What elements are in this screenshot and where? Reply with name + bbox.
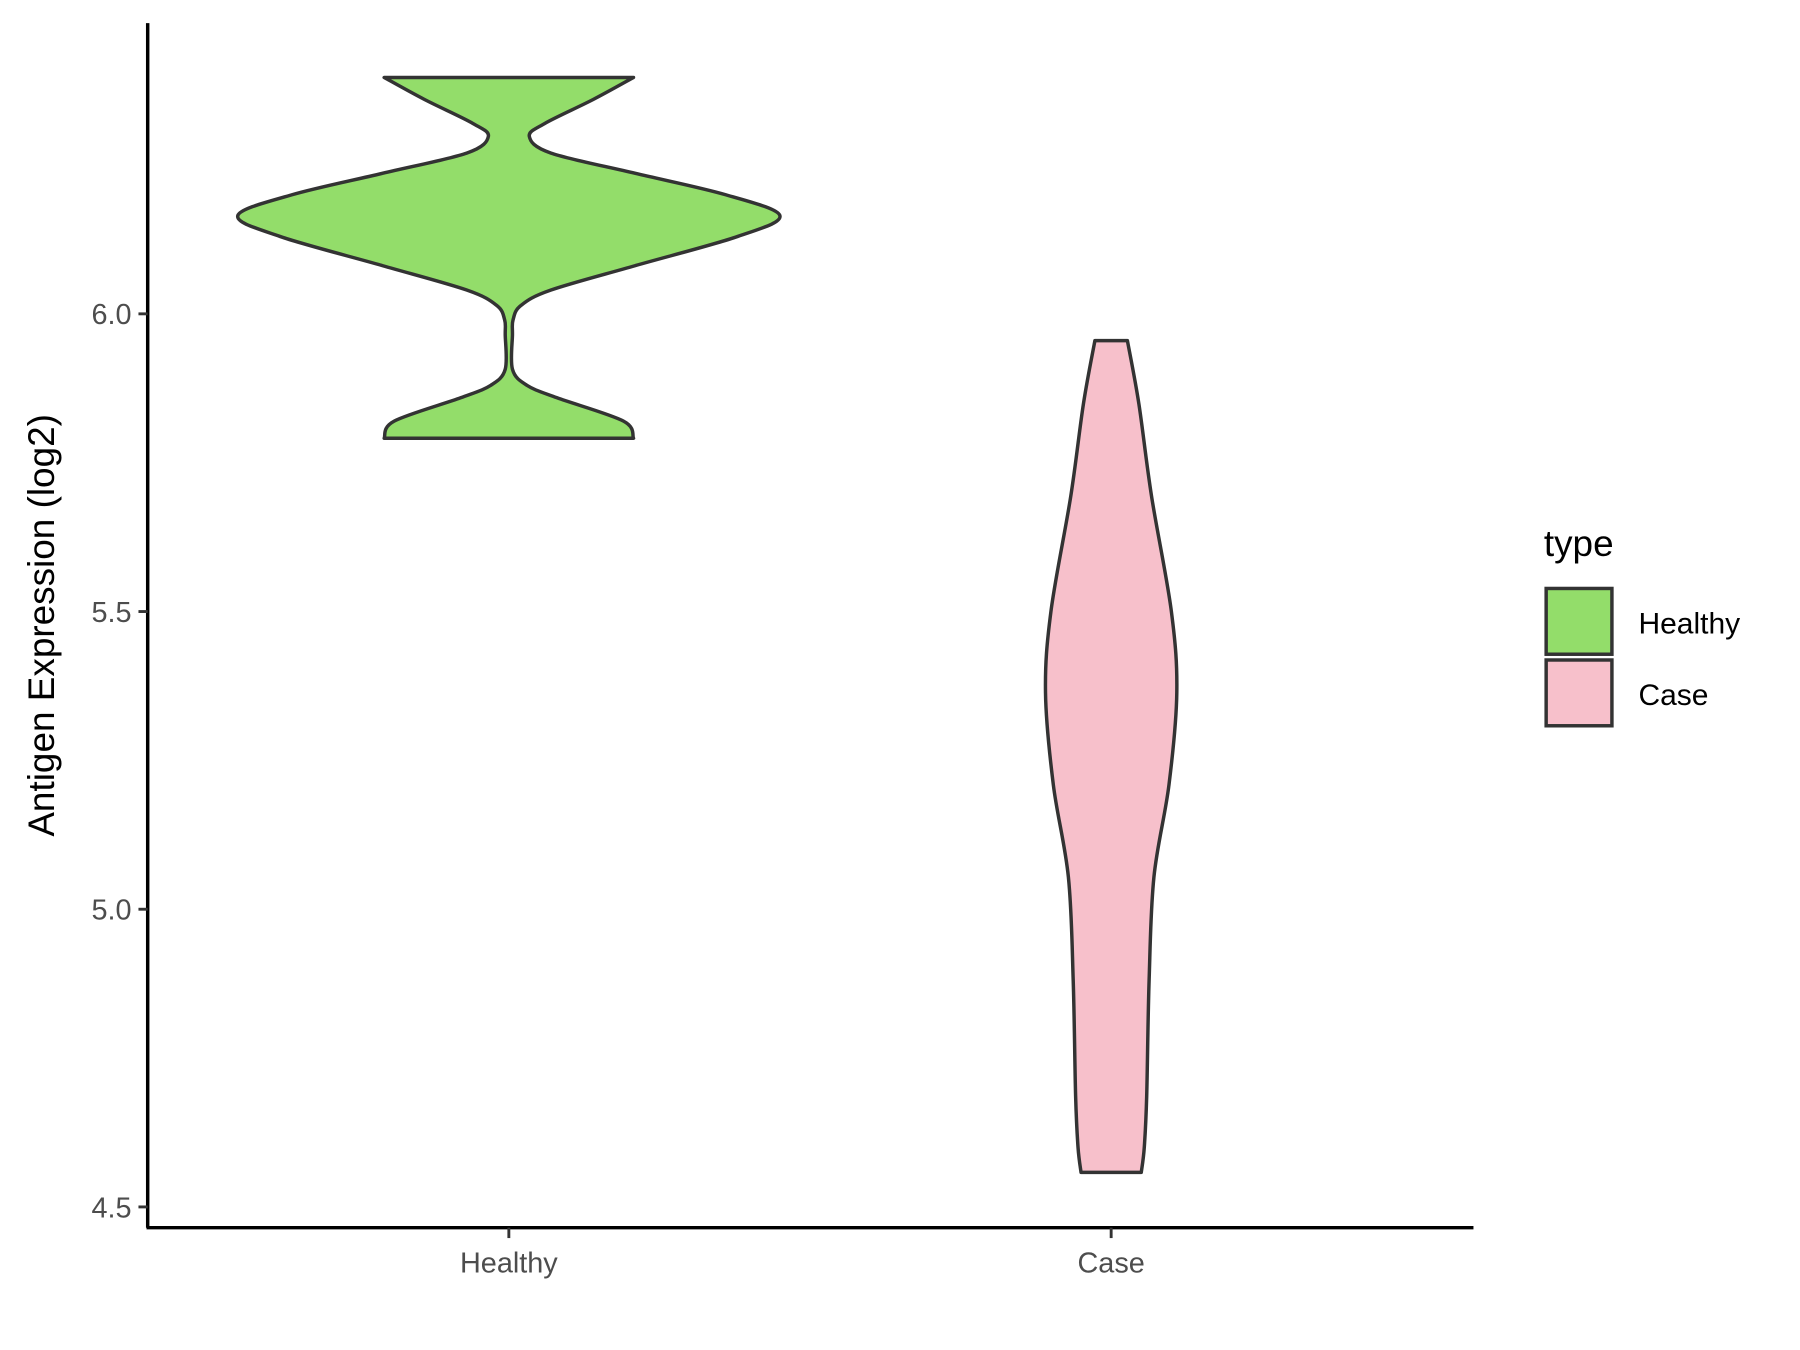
legend-label-case: Case bbox=[1638, 679, 1708, 712]
y-tick-label: 5.5 bbox=[91, 597, 131, 629]
violin-healthy bbox=[236, 75, 782, 441]
legend-title: type bbox=[1544, 523, 1614, 564]
x-ticks: Healthy Case bbox=[460, 1227, 1145, 1280]
legend-label-healthy: Healthy bbox=[1638, 607, 1740, 640]
y-tick-label: 6.0 bbox=[91, 299, 131, 331]
violin-case bbox=[1043, 338, 1179, 1175]
y-axis-label: Antigen Expression (log2) bbox=[21, 414, 62, 837]
legend-swatch-healthy bbox=[1544, 586, 1614, 656]
x-tick-label: Healthy bbox=[460, 1248, 558, 1280]
y-tick-label: 4.5 bbox=[91, 1192, 131, 1224]
violins bbox=[236, 75, 1179, 1175]
y-ticks: 4.5 5.0 5.5 6.0 bbox=[91, 299, 148, 1224]
legend-swatch-case bbox=[1544, 658, 1614, 728]
legend: type Healthy Case bbox=[1544, 523, 1740, 728]
y-tick-label: 5.0 bbox=[91, 895, 131, 927]
x-tick-label: Case bbox=[1077, 1248, 1144, 1280]
